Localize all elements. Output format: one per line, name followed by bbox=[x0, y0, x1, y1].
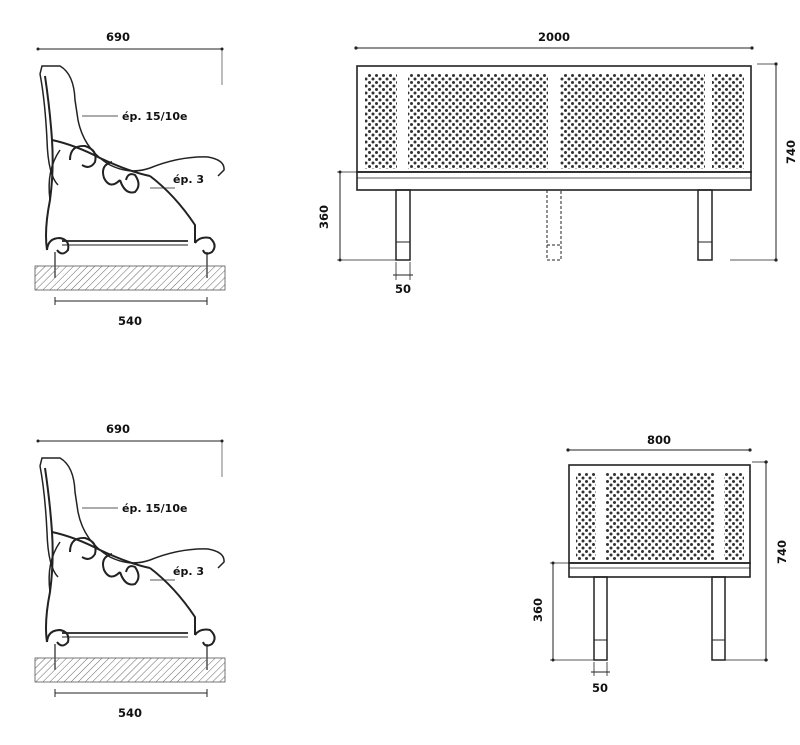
frame-thickness-label: ép. 3 bbox=[173, 173, 204, 186]
height-dimension-label: 740 bbox=[784, 140, 798, 164]
seat-band bbox=[356, 171, 752, 191]
foot-span-label: 540 bbox=[118, 314, 142, 328]
ground-slab bbox=[34, 657, 226, 683]
seat-height-label: 360 bbox=[317, 205, 331, 229]
seat-band bbox=[568, 562, 751, 578]
side-view-bottom: 690 ép. 15/10e ép. 3 540 bbox=[34, 422, 226, 720]
leg-width-label: 50 bbox=[395, 282, 411, 296]
width-dimension-label: 2000 bbox=[538, 30, 570, 44]
foot-span-label: 540 bbox=[118, 706, 142, 720]
depth-dimension-label: 690 bbox=[106, 30, 130, 44]
sheet-thickness-label: ép. 15/10e bbox=[122, 110, 187, 123]
front-view-long: 2000 740 360 50 bbox=[317, 30, 798, 296]
depth-dimension-label: 690 bbox=[106, 422, 130, 436]
front-view-short: 800 740 360 50 bbox=[531, 433, 789, 695]
leg-width-label: 50 bbox=[592, 681, 608, 695]
side-view-top: 690 ép. 15/10e ép. 3 540 bbox=[34, 30, 226, 328]
seat-height-label: 360 bbox=[531, 598, 545, 622]
width-dimension-label: 800 bbox=[647, 433, 671, 447]
frame-thickness-label: ép. 3 bbox=[173, 565, 204, 578]
ground-slab bbox=[34, 265, 226, 291]
height-dimension-label: 740 bbox=[775, 540, 789, 564]
sheet-thickness-label: ép. 15/10e bbox=[122, 502, 187, 515]
